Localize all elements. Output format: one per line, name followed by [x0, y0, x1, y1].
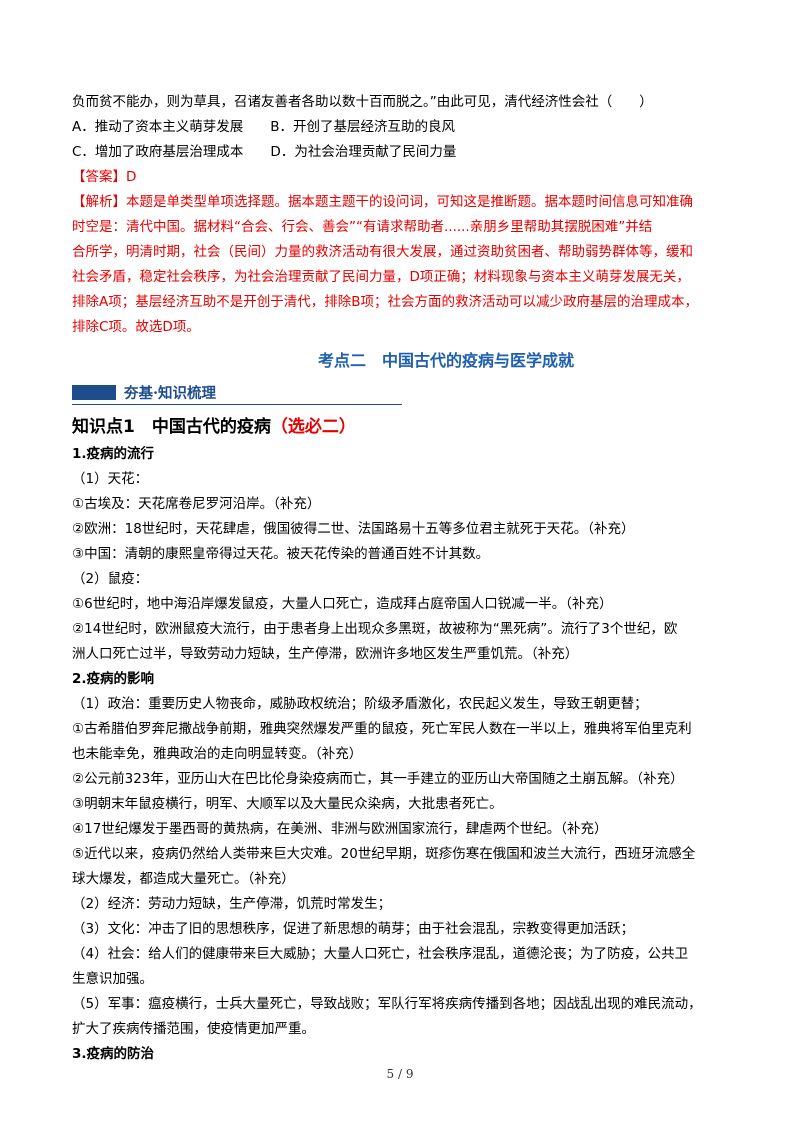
section-heading-spread: 1.疫病的流行: [72, 446, 155, 462]
body-line: ⑤近代以来，疫病仍然给人类带来巨大灾难。20世纪早期，斑疹伤寒在俄国和波兰大流行…: [72, 846, 696, 862]
body-line: ④17世纪爆发于墨西哥的黄热病，在美洲、非洲与欧洲国家流行，肆虐两个世纪。（补充…: [72, 821, 608, 837]
analysis-line: 合所学，明清时期，社会（民间）力量的救济活动有很大发展，通过资助贫困者、帮助弱势…: [72, 244, 693, 260]
body-line: （1）政治：重要历史人物丧命，威胁政权统治；阶级矛盾激化，农民起义发生，导致王朝…: [72, 696, 648, 712]
analysis-line: 社会矛盾，稳定社会秩序，为社会治理贡献了民间力量，D项正确；材料现象与资本主义萌…: [72, 269, 690, 285]
knowledge-point-title: 知识点1 中国古代的疫病（选必二）: [72, 412, 730, 442]
analysis-line: 时空是：清代中国。据材料“合会、行会、善会”“有请求帮助者......亲朋乡里帮…: [72, 219, 653, 235]
knowledge-point-title-tag: （选必二）: [270, 417, 356, 437]
body-line: 生意识加强。: [72, 971, 153, 987]
question-stem-line: 负而贫不能办，则为草具，召诸友善者各助以数十百而脱之。”由此可见，清代经济性会社…: [72, 94, 653, 110]
options-a-b: A．推动了资本主义萌芽发展 B．开创了基层经济互助的良风: [72, 119, 455, 135]
analysis-line: 排除A项；基层经济互助不是开创于清代，排除B项；社会方面的救济活动可以减少政府基…: [72, 294, 698, 310]
banner-bar-icon: [72, 385, 116, 400]
body-line: （3）文化：冲击了旧的思想秩序，促进了新思想的萌芽；由于社会混乱，宗教变得更加活…: [72, 921, 635, 937]
banner-label: 夯基·知识梳理: [124, 385, 217, 402]
analysis-line: 排除C项。故选D项。: [72, 319, 200, 335]
page-number: 5 / 9: [386, 1067, 414, 1081]
body-line: ②欧洲：18世纪时，天花肆虐，俄国彼得二世、法国路易十五等多位君主就死于天花。（…: [72, 521, 635, 537]
section-impact-body: （1）政治：重要历史人物丧命，威胁政权统治；阶级矛盾激化，农民起义发生，导致王朝…: [72, 692, 730, 1042]
section-spread-body: （1）天花： ①古埃及：天花席卷尼罗河沿岸。（补充） ②欧洲：18世纪时，天花肆…: [72, 467, 730, 667]
options-c-d: C．增加了政府基层治理成本 D．为社会治理贡献了民间力量: [72, 144, 457, 160]
page-content: 负而贫不能办，则为草具，召诸友善者各助以数十百而脱之。”由此可见，清代经济性会社…: [72, 90, 730, 1067]
analysis-block: 【解析】本题是单类型单项选择题。据本题主题干的设问词，可知这是推断题。据本题时间…: [72, 190, 730, 340]
body-line: （5）军事：瘟疫横行，士兵大量死亡，导致战败；军队行军将疾病传播到各地；因战乱出…: [72, 996, 702, 1012]
body-line: 也未能幸免，雅典政治的走向明显转变。（补充）: [72, 746, 363, 762]
body-line: ①古埃及：天花席卷尼罗河沿岸。（补充）: [72, 496, 321, 512]
banner-underline: [72, 403, 402, 405]
section-heading-impact: 2.疫病的影响: [72, 671, 155, 687]
body-line: ①古希腊伯罗奔尼撒战争前期，雅典突然爆发严重的鼠疫，死亡军民人数在一半以上，雅典…: [72, 721, 692, 737]
body-line: （2）经济：劳动力短缺，生产停滞，饥荒时常发生；: [72, 896, 392, 912]
body-line: ③中国：清朝的康熙皇帝得过天花。被天花传染的普通百姓不计其数。: [72, 546, 490, 562]
body-line: （1）天花：: [72, 471, 149, 487]
body-line: ②公元前323年，亚历山大在巴比伦身染疫病而亡，其一手建立的亚历山大帝国随之土崩…: [72, 771, 684, 787]
answer-line: 【答案】D: [72, 169, 137, 185]
section-banner: 夯基·知识梳理: [72, 380, 402, 406]
body-line: 球大爆发，都造成大量死亡。（补充）: [72, 871, 295, 887]
body-line: （2）鼠疫：: [72, 571, 149, 587]
body-line: 洲人口死亡过半，导致劳动力短缺，生产停滞，欧洲许多地区发生严重饥荒。（补充）: [72, 646, 579, 662]
body-line: 扩大了疾病传播范围，使疫情更加严重。: [72, 1021, 315, 1037]
body-line: （4）社会：给人们的健康带来巨大威胁；大量人口死亡，社会秩序混乱，道德沦丧；为了…: [72, 946, 689, 962]
kaodian-title: 考点二 中国古代的疫病与医学成就: [317, 351, 574, 370]
analysis-line: 【解析】本题是单类型单项选择题。据本题主题干的设问词，可知这是推断题。据本题时间…: [72, 194, 693, 210]
body-line: ③明朝末年鼠疫横行，明军、大顺军以及大量民众染病，大批患者死亡。: [72, 796, 503, 812]
body-line: ②14世纪时，欧洲鼠疫大流行，由于患者身上出现众多黑斑，故被称为“黑死病”。流行…: [72, 621, 678, 637]
body-line: ①6世纪时，地中海沿岸爆发鼠疫，大量人口死亡，造成拜占庭帝国人口锐减一半。（补充…: [72, 596, 613, 612]
knowledge-point-title-text: 知识点1 中国古代的疫病: [72, 417, 271, 437]
section-heading-prevention: 3.疫病的防治: [72, 1046, 155, 1062]
